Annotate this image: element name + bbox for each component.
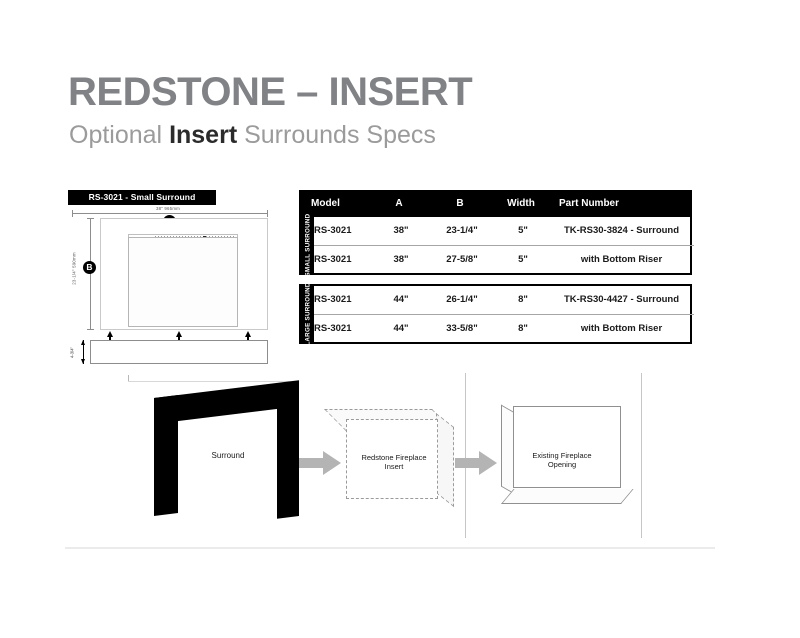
cell-width: 8": [518, 294, 528, 306]
opening-floor: [501, 489, 634, 504]
drawing-title-bar: RS-3021 - Small Surround: [68, 190, 216, 205]
specifications-table: Model A B Width Part Number SMALL SURROU…: [299, 190, 694, 346]
insert-front-face: [346, 419, 438, 499]
cell-a: 38": [393, 225, 409, 237]
footer-divider: [65, 547, 715, 549]
dimension-c-label: 4-3/4": [69, 346, 75, 359]
table-group-small-surround: SMALL SURROUND RS-3021 38" 23-1/4" 5" TK…: [299, 214, 694, 276]
existing-fireplace-opening-shape: [501, 404, 634, 506]
group-label-small-surround: SMALL SURROUND: [301, 214, 314, 276]
cell-b: 26-1/4": [446, 294, 478, 306]
dimension-a-label: 38" 965mm: [155, 206, 181, 211]
arrow-right-icon: [299, 451, 341, 480]
table-row[interactable]: RS-3021 38" 23-1/4" 5" TK-RS30-3824 - Su…: [314, 217, 694, 245]
arrow-right-icon-2: [455, 451, 497, 480]
insert-body-shape: [128, 237, 238, 327]
cell-part-number: TK-RS30-3824 - Surround: [563, 225, 680, 237]
dimension-b-label: 23-1/4" 590mm: [71, 252, 77, 285]
cell-model: RS-3021: [314, 294, 352, 306]
cell-part-number: with Bottom Riser: [549, 244, 694, 273]
riser-stem-center: [178, 337, 180, 342]
table-row[interactable]: RS-3021 44" 26-1/4" 8" TK-RS30-4427 - Su…: [314, 286, 694, 314]
callout-bubble-b: B: [83, 261, 96, 274]
column-header-part-number: Part Number: [547, 190, 692, 217]
page-title: REDSTONE – INSERT: [68, 70, 473, 114]
cell-b: 33-5/8": [427, 313, 497, 342]
subtitle-accent: Insert: [169, 121, 238, 149]
table-row[interactable]: RS-3021 44" 33-5/8" 8" with Bottom Riser: [314, 313, 694, 342]
small-surround-drawing: RS-3021 - Small Surround 38" 965mm A 23-…: [62, 188, 274, 376]
cell-model: RS-3021: [314, 225, 352, 237]
fireplace-insert-shape: [324, 409, 454, 508]
cell-part-number: with Bottom Riser: [549, 313, 694, 342]
cell-a: 38": [375, 244, 427, 273]
insert-label-line1: Redstone Fireplace: [361, 453, 427, 462]
opening-label-line2: Opening: [547, 460, 577, 470]
cell-width: 5": [518, 225, 528, 237]
assembly-top-rule: [128, 381, 290, 382]
group-label-large-surround-text: LARGE SURROUND: [304, 282, 311, 346]
opening-label-line1: Existing Fireplace: [532, 451, 592, 460]
column-header-width: Width: [495, 190, 547, 217]
group-rows-small-surround: RS-3021 38" 23-1/4" 5" TK-RS30-3824 - Su…: [314, 217, 694, 273]
column-header-b: B: [425, 190, 495, 217]
column-header-a: A: [373, 190, 425, 217]
cell-a: 44": [393, 294, 409, 306]
page-subtitle: Optional Insert Surrounds Specs: [69, 123, 436, 148]
cell-width: 5": [497, 244, 549, 273]
riser-stem-left: [109, 337, 111, 342]
surround-label: Surround: [211, 451, 245, 460]
bottom-riser-shape: [90, 340, 268, 364]
column-header-model: Model: [299, 190, 373, 217]
riser-arrow-left: [107, 331, 113, 337]
cell-b: 27-5/8": [427, 244, 497, 273]
table-group-large-surround: LARGE SURROUND RS-3021 44" 26-1/4" 8" TK…: [299, 282, 694, 346]
group-rows-large-surround: RS-3021 44" 26-1/4" 8" TK-RS30-4427 - Su…: [314, 286, 694, 342]
assembly-divider-right: [641, 373, 642, 538]
opening-back-wall: [513, 406, 621, 488]
cell-a: 44": [375, 313, 427, 342]
group-label-large-surround: LARGE SURROUND: [301, 282, 314, 346]
table-header: Model A B Width Part Number: [299, 190, 692, 217]
group-label-small-surround-text: SMALL SURROUND: [304, 213, 311, 277]
subtitle-suffix: Surrounds Specs: [237, 121, 436, 149]
subtitle-prefix: Optional: [69, 121, 170, 149]
table-row[interactable]: RS-3021 38" 27-5/8" 5" with Bottom Riser: [314, 244, 694, 273]
table-header-row: Model A B Width Part Number: [299, 190, 692, 217]
dimension-b-line: [87, 218, 94, 330]
insert-label-line2: Insert: [384, 462, 404, 472]
riser-arrow-center: [176, 331, 182, 337]
riser-arrow-right: [245, 331, 251, 337]
cell-width: 8": [497, 313, 549, 342]
dimension-a-line: [72, 210, 268, 217]
cell-part-number: TK-RS30-4427 - Surround: [563, 294, 680, 306]
cell-b: 23-1/4": [446, 225, 478, 237]
dimension-c-line: [80, 340, 85, 364]
assembly-divider-left: [465, 373, 466, 538]
cell-model: RS-3021: [314, 244, 375, 273]
cell-model: RS-3021: [314, 313, 375, 342]
assembly-tick-mark: [128, 375, 129, 382]
riser-stem-right: [247, 337, 249, 342]
